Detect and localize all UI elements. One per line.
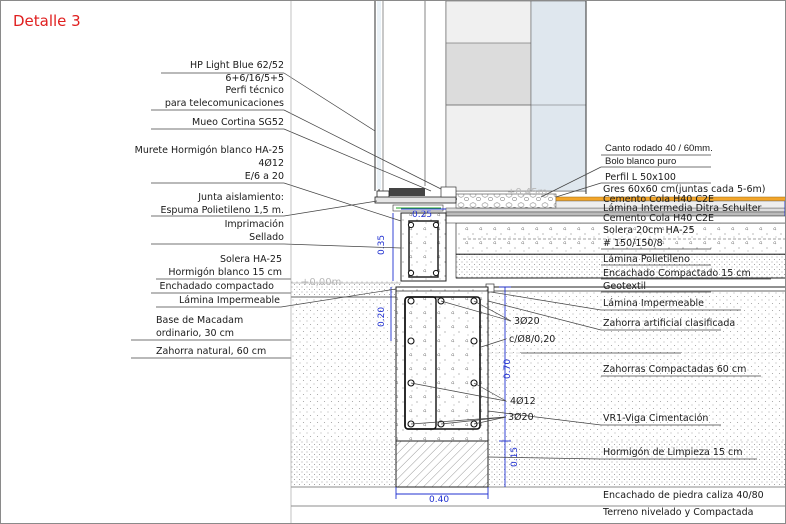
level-top: +0,45m — [507, 187, 547, 198]
label-glass-spec: 6+6/16/5+5 — [225, 73, 284, 84]
label-gres: Gres 60x60 cm(juntas cada 5-6m) — [603, 184, 765, 195]
label-limpieza: Hormigón de Limpieza 15 cm — [603, 447, 742, 458]
right-labels: Canto rodado 40 / 60mm. Bolo blanco puro… — [487, 143, 771, 518]
label-canto-rodado: Canto rodado 40 / 60mm. — [605, 143, 713, 154]
label-solera: Solera HA-25 — [220, 254, 282, 265]
foundation-beam — [395, 286, 489, 488]
rebar-labels: 3Ø20 c/Ø8/0,20 4Ø12 3Ø20 — [410, 300, 555, 425]
rebar-bottom: 3Ø20 — [508, 412, 534, 423]
label-telecom: para telecomunicaciones — [165, 98, 284, 109]
label-bolo-blanco: Bolo blanco puro — [605, 156, 676, 167]
label-viga: VR1-Viga Cimentación — [603, 413, 708, 424]
label-lamina-right: Lámina Impermeable — [603, 298, 704, 309]
label-perfil-tecnico: Perfi técnico — [225, 85, 284, 96]
label-geotextil: Geotextil — [603, 281, 646, 292]
rebar-stirrups: c/Ø8/0,20 — [509, 334, 555, 345]
label-malla: # 150/150/8 — [603, 238, 663, 249]
label-cemento-cola-2: Cemento Cola H40 C2E — [603, 213, 714, 224]
label-terreno: Terreno nivelado y Compactada — [602, 507, 753, 518]
label-lamina-left: Lámina Impermeable — [179, 295, 280, 306]
dim-0-25: 0.25 — [412, 210, 432, 220]
label-cemento-cola-1: Cemento Cola H40 C2E — [603, 194, 714, 205]
label-encachado-caliza: Encachado de piedra caliza 40/80 — [603, 490, 764, 501]
label-muro-cortina: Mueo Cortina SG52 — [192, 117, 284, 128]
label-polietileno: Lámina Polietileno — [603, 254, 690, 265]
label-murete-rebar: 4Ø12 — [258, 158, 284, 169]
dim-0-40: 0.40 — [429, 495, 449, 505]
label-perfil-l: Perfil L 50x100 — [605, 172, 676, 183]
drawing-title: Detalle 3 — [13, 12, 81, 30]
label-zahorra-artificial: Zahorra artificial clasificada — [603, 318, 735, 329]
label-hormigon-blanco: Hormigón blanco 15 cm — [168, 267, 282, 278]
label-macadam: Base de Macadam — [156, 315, 243, 326]
label-espuma: Espuma Polietileno 1,5 m. — [160, 205, 284, 216]
label-sellado: Sellado — [249, 232, 284, 243]
label-solera-right: Solera 20cm HA-25 — [603, 225, 695, 236]
curtain-wall — [374, 1, 587, 212]
dim-0-70: 0.70 — [503, 359, 513, 379]
label-murete: Murete Hormigón blanco HA-25 — [135, 145, 284, 156]
rebar-side: 4Ø12 — [510, 396, 536, 407]
murete-wall — [400, 212, 447, 282]
dim-0-20: 0.20 — [377, 307, 387, 327]
label-macadam-2: ordinario, 30 cm — [156, 328, 234, 339]
label-encachado-right: Encachado Compactado 15 cm — [603, 268, 751, 279]
label-zahorra-natural: Zahorra natural, 60 cm — [156, 346, 266, 357]
label-ditra: Lámina Intermedia Ditra Schulter — [603, 203, 762, 214]
ground-layers — [291, 281, 785, 507]
left-labels: HP Light Blue 62/52 6+6/16/5+5 Perfi téc… — [131, 60, 442, 359]
label-zahorras-compactadas: Zahorras Compactadas 60 cm — [603, 364, 746, 375]
rebar-top: 3Ø20 — [514, 316, 540, 327]
dimension-lines: 0.25 0.35 0.20 0.70 0.15 0.40 — [377, 201, 785, 505]
label-imprimacion: Imprimación — [225, 219, 284, 230]
label-hp-light-blue: HP Light Blue 62/52 — [190, 60, 284, 71]
label-murete-stirrups: E/6 a 20 — [245, 171, 284, 182]
level-zero: +0,00m — [301, 277, 341, 288]
label-enchadado: Enchadado compactado — [159, 281, 274, 292]
label-junta: Junta aislamiento: — [197, 192, 284, 203]
dim-0-35: 0.35 — [377, 235, 387, 255]
dim-0-15: 0.15 — [510, 447, 520, 467]
